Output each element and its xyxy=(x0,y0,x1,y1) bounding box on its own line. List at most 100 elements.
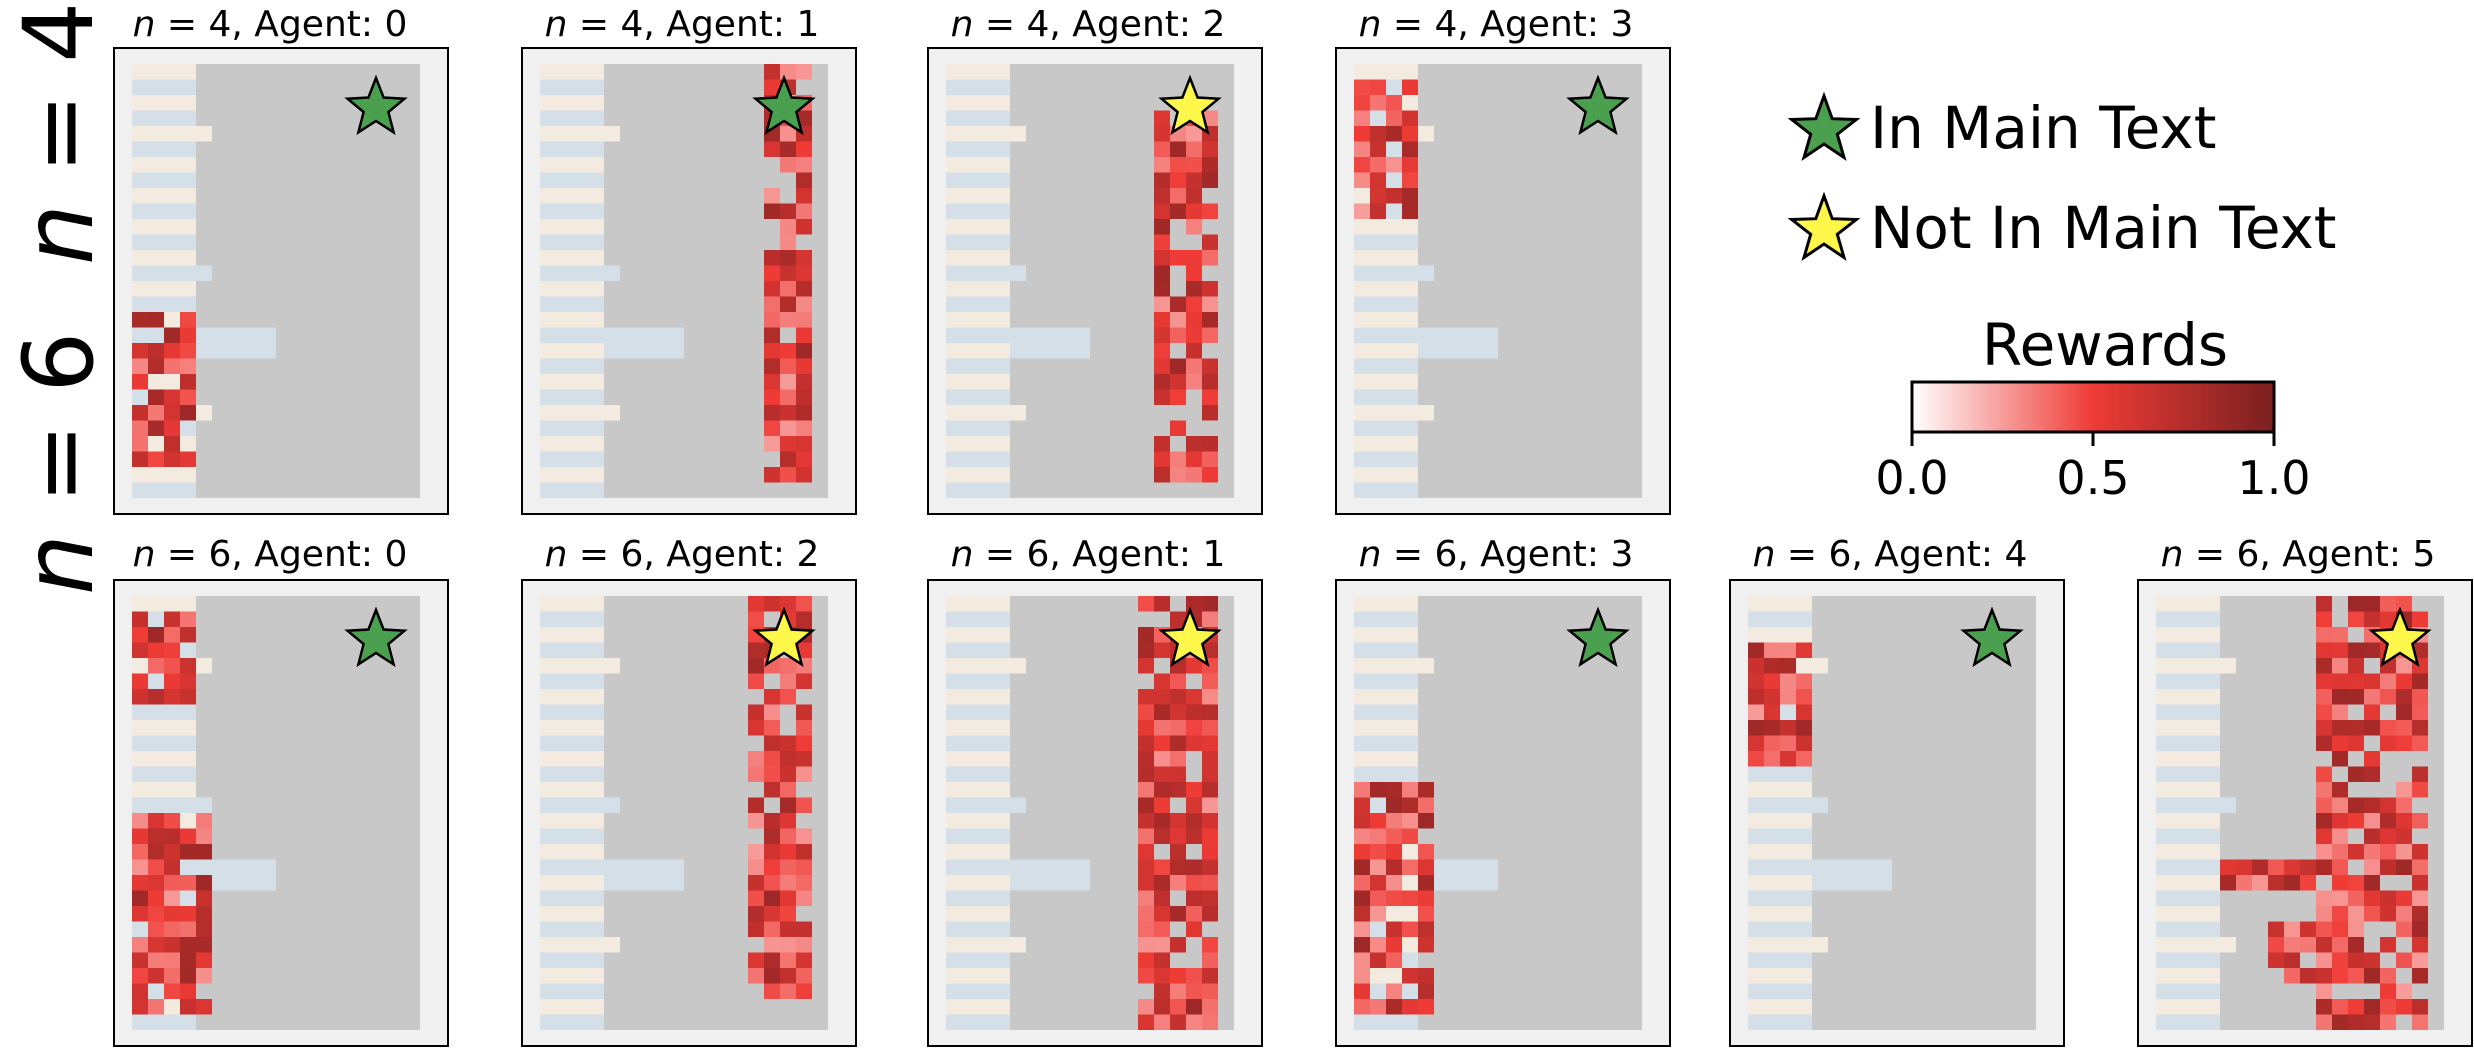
shelf-strip xyxy=(946,95,1010,111)
reward-cell xyxy=(1154,141,1170,157)
colorbar-tick-1: 0.5 xyxy=(2056,451,2129,505)
shelf-strip xyxy=(2156,906,2220,922)
reward-cell xyxy=(796,983,812,999)
reward-cell xyxy=(764,327,780,343)
reward-cell xyxy=(1154,983,1170,999)
reward-cell xyxy=(2316,720,2332,736)
reward-cell xyxy=(796,343,812,359)
shelf-strip xyxy=(540,389,604,405)
reward-cell xyxy=(764,343,780,359)
reward-cell xyxy=(132,828,148,844)
shelf-strip xyxy=(540,110,604,126)
shelf-strip xyxy=(946,673,1010,689)
reward-cell xyxy=(1186,813,1202,829)
reward-cell xyxy=(2316,983,2332,999)
shelf-strip xyxy=(1354,234,1418,250)
reward-cell xyxy=(1764,673,1780,689)
reward-cell xyxy=(148,405,164,421)
reward-cell xyxy=(2380,828,2396,844)
panel-title-n4-agent1: n = 4, Agent: 1 xyxy=(545,4,820,45)
shelf-strip xyxy=(132,110,196,126)
shelf-strip xyxy=(1748,983,1812,999)
reward-cell xyxy=(1418,782,1434,798)
reward-cell xyxy=(1370,157,1386,173)
reward-cell xyxy=(1202,704,1218,720)
reward-cell xyxy=(1186,1014,1202,1030)
reward-cell xyxy=(1418,921,1434,937)
reward-cell xyxy=(2364,999,2380,1015)
reward-cell xyxy=(780,436,796,452)
reward-cell xyxy=(2332,704,2348,720)
shelf-strip xyxy=(1354,374,1418,390)
map-panel-n4-agent0 xyxy=(113,47,449,515)
reward-cell xyxy=(1370,952,1386,968)
reward-cell xyxy=(2412,875,2428,891)
reward-cell xyxy=(796,673,812,689)
shelf-strip xyxy=(2156,921,2220,937)
shelf-strip xyxy=(946,983,1010,999)
corridor-strip xyxy=(196,327,276,359)
reward-cell xyxy=(2380,906,2396,922)
shelf-strip xyxy=(1354,64,1418,80)
shelf-strip xyxy=(1354,482,1418,498)
shelf-strip xyxy=(540,358,604,374)
shelf-strip xyxy=(540,983,604,999)
shelf-strip xyxy=(1354,658,1434,674)
reward-cell xyxy=(748,844,764,860)
reward-cell xyxy=(1154,451,1170,467)
reward-cell xyxy=(1170,720,1186,736)
reward-cell xyxy=(148,358,164,374)
reward-cell xyxy=(2396,720,2412,736)
reward-cell xyxy=(796,451,812,467)
shelf-strip xyxy=(946,828,1010,844)
shelf-strip xyxy=(946,141,1010,157)
yellow-star-icon xyxy=(2368,606,2432,668)
shelf-strip xyxy=(1354,250,1418,266)
reward-cell xyxy=(132,343,148,359)
reward-cell xyxy=(2364,859,2380,875)
reward-cell xyxy=(1154,797,1170,813)
reward-cell xyxy=(132,405,148,421)
shelf-strip xyxy=(540,782,604,798)
reward-cell xyxy=(132,689,148,705)
reward-cell xyxy=(2380,859,2396,875)
reward-cell xyxy=(764,720,780,736)
reward-cell xyxy=(132,436,148,452)
reward-cell xyxy=(1764,689,1780,705)
reward-cell xyxy=(1386,797,1402,813)
map-panel-n6-agent1 xyxy=(927,579,1263,1047)
shelf-strip xyxy=(2156,797,2236,813)
shelf-strip xyxy=(1748,782,1812,798)
reward-cell xyxy=(2348,952,2364,968)
reward-cell xyxy=(764,389,780,405)
reward-cell xyxy=(796,312,812,328)
reward-cell xyxy=(2348,797,2364,813)
reward-cell xyxy=(1202,374,1218,390)
shelf-strip xyxy=(1354,358,1418,374)
shelf-strip xyxy=(946,312,1010,328)
shelf-strip xyxy=(946,859,1010,875)
shelf-strip xyxy=(946,813,1010,829)
reward-cell xyxy=(764,844,780,860)
reward-cell xyxy=(148,859,164,875)
reward-cell xyxy=(2412,921,2428,937)
reward-cell xyxy=(2380,720,2396,736)
reward-cell xyxy=(2348,673,2364,689)
reward-cell xyxy=(2396,596,2412,612)
reward-cell xyxy=(2396,689,2412,705)
reward-cell xyxy=(764,813,780,829)
reward-cell xyxy=(1354,110,1370,126)
reward-cell xyxy=(1780,751,1796,767)
reward-cell xyxy=(180,611,196,627)
reward-cell xyxy=(780,234,796,250)
shelf-strip xyxy=(2156,689,2220,705)
shelf-strip xyxy=(132,797,212,813)
reward-cell xyxy=(1202,673,1218,689)
reward-cell xyxy=(2332,720,2348,736)
reward-cell xyxy=(796,327,812,343)
reward-cell xyxy=(2348,813,2364,829)
shelf-strip xyxy=(946,188,1010,204)
reward-cell xyxy=(1138,921,1154,937)
reward-cell xyxy=(2412,813,2428,829)
reward-cell xyxy=(2316,642,2332,658)
